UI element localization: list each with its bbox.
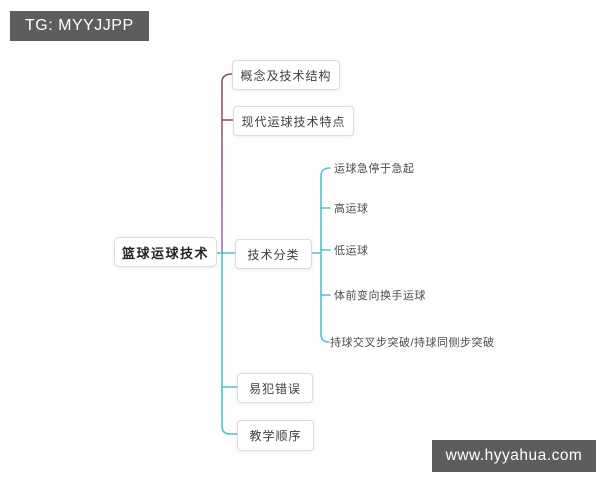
subtopic-crossover-dribble[interactable]: 体前变向换手运球 bbox=[334, 290, 426, 302]
connector-main-trunk-lower bbox=[221, 252, 238, 435]
branch-node-common-mistakes[interactable]: 易犯错误 bbox=[237, 373, 313, 403]
subtopic-low-dribble[interactable]: 低运球 bbox=[334, 245, 369, 257]
branch-node-teaching-order[interactable]: 教学顺序 bbox=[237, 420, 314, 451]
branch-node-classification[interactable]: 技术分类 bbox=[235, 239, 312, 269]
branch-node-concept-structure[interactable]: 概念及技术结构 bbox=[232, 60, 340, 90]
connector-main-trunk-upper bbox=[221, 73, 233, 254]
subtopic-stop-and-start[interactable]: 运球急停于急起 bbox=[334, 163, 415, 175]
mindmap-root-node[interactable]: 篮球运球技术 bbox=[114, 237, 217, 267]
subtopic-breakthrough-steps[interactable]: 持球交叉步突破/持球同侧步突破 bbox=[330, 337, 495, 349]
watermark-top-left: TG: MYYJJPP bbox=[10, 11, 149, 41]
connector-sub-trunk bbox=[320, 167, 331, 343]
branch-node-modern-features[interactable]: 现代运球技术特点 bbox=[233, 106, 354, 136]
watermark-bottom-right: www.hyyahua.com bbox=[432, 440, 596, 472]
subtopic-high-dribble[interactable]: 高运球 bbox=[334, 203, 369, 215]
